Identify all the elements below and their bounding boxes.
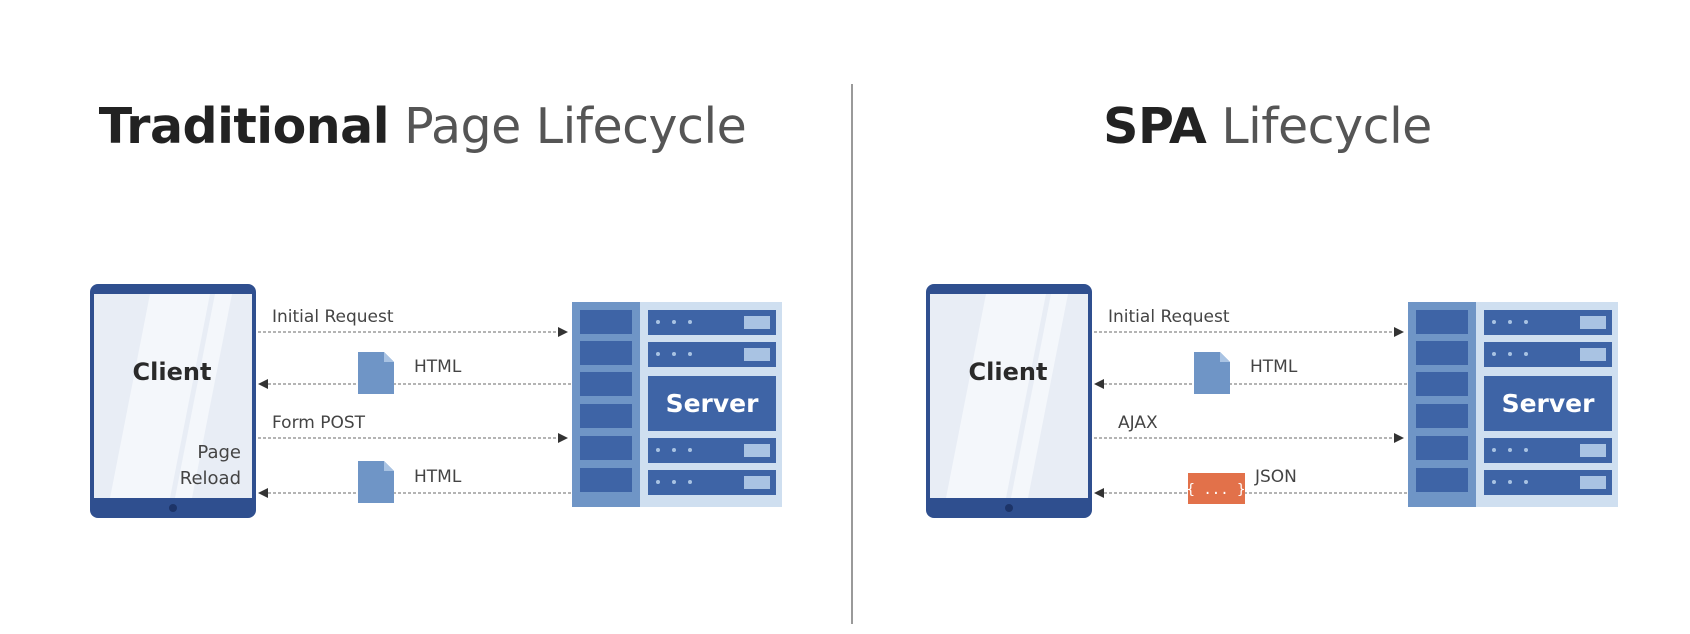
traditional-diagram: Client Page Reload Initial Request HTML … [90,284,782,518]
arrow-lines [1094,331,1411,494]
page-reload-line2: Reload [180,468,241,489]
arrow-heads [258,327,568,498]
client-device-icon [90,284,256,518]
msg-html-2: HTML [414,467,462,487]
page-reload-line1: Page [197,442,241,463]
arrow-left-icon [1094,379,1104,389]
server-label: Server [666,389,760,418]
client-label: Client [133,358,212,386]
document-icon [358,352,394,394]
arrow-right-icon [1394,327,1404,337]
document-icon [358,461,394,503]
msg-form-post: Form POST [272,413,366,433]
traditional-title-rest: Page Lifecycle [404,98,747,155]
traditional-panel: Traditional Page Lifecycle Client Page R… [0,98,845,518]
server-rack-icon [572,302,782,507]
arrow-right-icon [558,433,568,443]
msg-json: JSON [1254,467,1297,487]
arrow-heads [1094,327,1404,498]
arrow-lines [258,331,575,494]
json-badge-icon [1188,473,1245,504]
spa-title: SPA Lifecycle [845,98,1690,155]
traditional-title-bold: Traditional [98,98,390,155]
arrow-right-icon [1394,433,1404,443]
msg-initial-request: Initial Request [272,307,394,327]
client-label: Client [969,358,1048,386]
arrow-left-icon [1094,488,1104,498]
msg-html-1: HTML [414,357,462,377]
spa-title-rest: Lifecycle [1221,98,1432,155]
msg-ajax: AJAX [1118,413,1158,433]
spa-title-bold: SPA [1103,98,1207,155]
msg-html-1: HTML [1250,357,1298,377]
spa-panel: SPA Lifecycle Client Initial Request HTM… [845,0,1690,634]
server-label: Server [1502,389,1596,418]
arrow-right-icon [558,327,568,337]
arrow-left-icon [258,379,268,389]
panel-divider [851,84,853,624]
client-device-icon [926,284,1092,518]
msg-initial-request: Initial Request [1108,307,1230,327]
traditional-title: Traditional Page Lifecycle [0,98,845,155]
json-badge-text: { ... } [1186,482,1245,498]
spa-diagram: Client Initial Request HTML AJAX JSON { … [926,284,1618,518]
arrow-left-icon [258,488,268,498]
server-rack-icon [1408,302,1618,507]
document-icon [1194,352,1230,394]
